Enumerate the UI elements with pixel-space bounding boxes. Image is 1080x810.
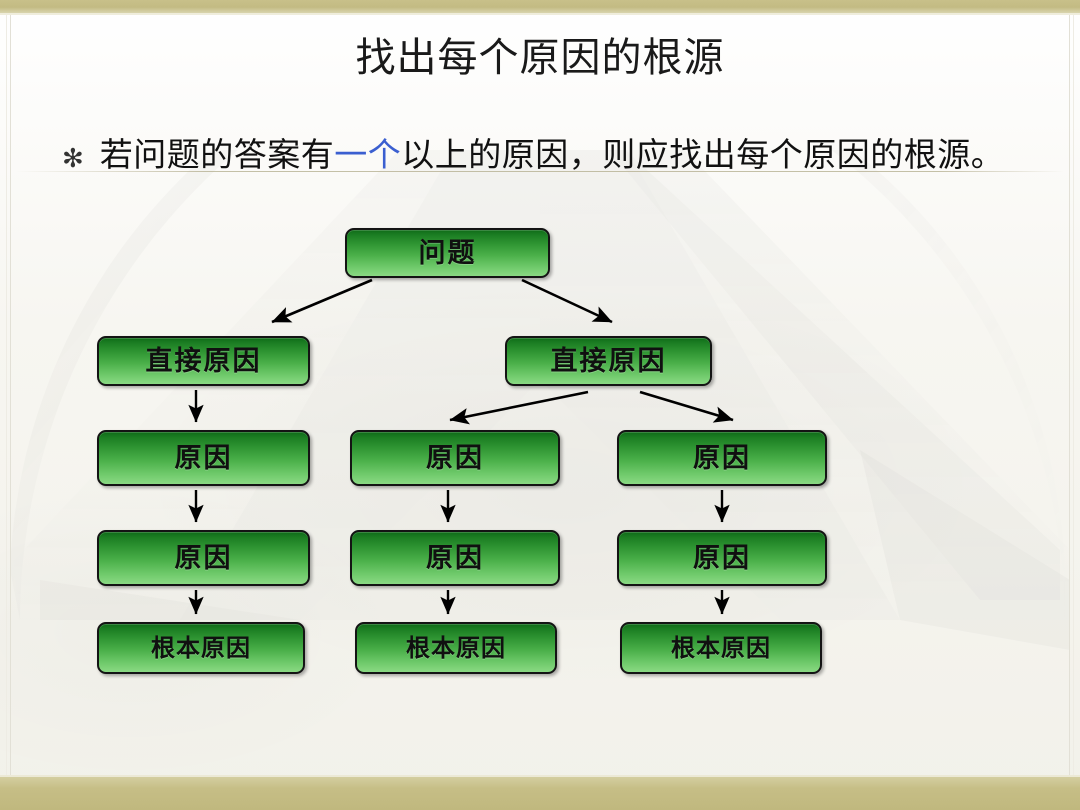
flowchart-node-dc-left[interactable]: 直接原因 [97, 336, 310, 386]
slide-title: 找出每个原因的根源 [355, 35, 725, 81]
flowchart-node-c1-r2[interactable]: 原因 [97, 530, 310, 586]
left-vertical-rule-outer [6, 13, 7, 775]
top-decor-hairline [0, 13, 1080, 15]
flowchart-node-label: 原因 [174, 542, 233, 574]
flowchart-node-label: 根本原因 [151, 633, 251, 662]
flowchart-node-c3-r3[interactable]: 根本原因 [620, 622, 822, 674]
flowchart-node-label: 问题 [418, 237, 477, 269]
flowchart-node-label: 根本原因 [671, 633, 771, 662]
flowchart-node-c2-r1[interactable]: 原因 [350, 430, 560, 486]
flowchart-node-problem[interactable]: 问题 [345, 228, 550, 278]
top-decor-band [0, 0, 1080, 13]
flowchart-node-c3-r1[interactable]: 原因 [617, 430, 827, 486]
bottom-decor-hairline [0, 775, 1080, 777]
flowchart-node-c3-r2[interactable]: 原因 [617, 530, 827, 586]
flowchart-node-c2-r3[interactable]: 根本原因 [355, 622, 557, 674]
flowchart-node-label: 根本原因 [406, 633, 506, 662]
flowchart-node-label: 原因 [693, 442, 751, 474]
flowchart-node-dc-right[interactable]: 直接原因 [505, 336, 712, 386]
flowchart-node-label: 原因 [693, 542, 751, 574]
flowchart-node-label: 直接原因 [550, 345, 667, 377]
flowchart-node-label: 直接原因 [145, 345, 262, 377]
bottom-decor-band [0, 777, 1080, 810]
flowchart-node-label: 原因 [174, 442, 233, 474]
flowchart-node-c1-r1[interactable]: 原因 [97, 430, 310, 486]
flowchart-node-c1-r3[interactable]: 根本原因 [97, 622, 305, 674]
flowchart-node-label: 原因 [426, 442, 484, 474]
flowchart-node-label: 原因 [426, 542, 484, 574]
right-vertical-rule-outer [1073, 13, 1074, 775]
flowchart-node-c2-r2[interactable]: 原因 [350, 530, 560, 586]
